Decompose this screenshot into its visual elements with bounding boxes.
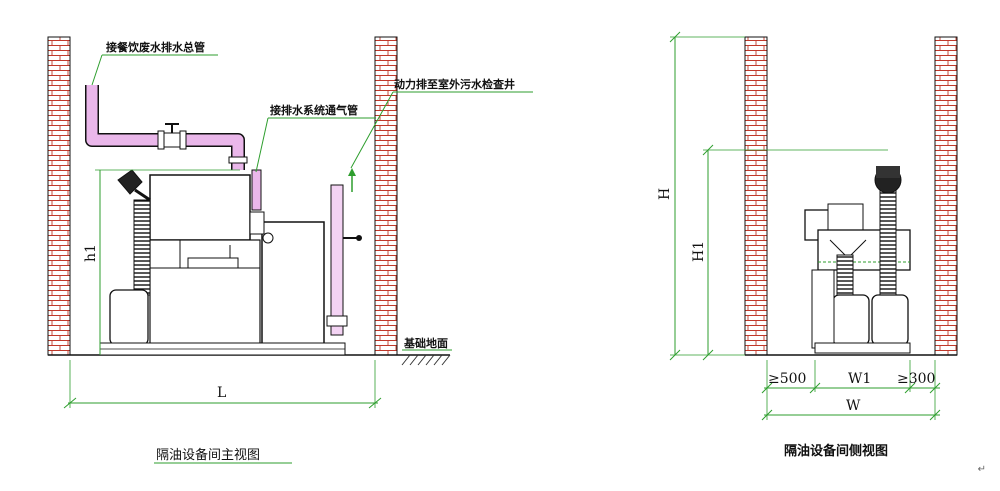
- flex-hose-left: [133, 199, 151, 296]
- separator-tank-upper: [149, 174, 251, 241]
- side-view: H H1 ≥500 W1 ≥300 W 隔油设备间侧视图: [657, 31, 958, 459]
- lift-station: [261, 221, 325, 345]
- pipe-flange: [157, 130, 165, 150]
- side-hose-left: [836, 254, 854, 301]
- front-view: 接餐饮废水排水总管 接排水系统通气管 动力排至室外污水检查井 基础地面 h1 L…: [47, 36, 533, 464]
- dim-h-label: H: [657, 188, 673, 200]
- collection-tank: [109, 289, 149, 346]
- label-vent-pipe: 接排水系统通气管: [270, 103, 358, 117]
- dim-l-label: L: [217, 385, 226, 401]
- drain-main-pipe: [85, 85, 245, 170]
- dim-clear-left-label: ≥500: [768, 371, 806, 387]
- side-view-caption: 隔油设备间侧视图: [784, 443, 888, 459]
- vent-pipe: [251, 169, 262, 211]
- valve-body: [163, 132, 181, 148]
- dim-w1-label: W1: [848, 371, 871, 387]
- dim-w-label: W: [846, 398, 861, 414]
- side-right-wall: [934, 36, 958, 356]
- front-left-wall: [47, 36, 71, 356]
- discharge-pipe: [330, 184, 344, 336]
- side-hose-right: [879, 189, 897, 301]
- dim-h1-side-label: H1: [691, 241, 707, 262]
- front-view-caption: 隔油设备间主视图: [156, 447, 260, 463]
- side-tank-left: [832, 294, 870, 346]
- motor-icon: [117, 169, 143, 195]
- dim-h1-label: h1: [83, 244, 99, 262]
- dim-clear-right-label: ≥300: [897, 371, 935, 387]
- label-ground: 基础地面: [403, 336, 448, 350]
- side-left-wall: [744, 36, 768, 356]
- label-pump-discharge: 动力排至室外污水检查井: [394, 77, 515, 91]
- paragraph-mark: ↵: [977, 464, 986, 475]
- separator-tank-lower: [149, 239, 261, 346]
- label-drain-main: 接餐饮废水排水总管: [106, 40, 205, 54]
- side-tank-right: [871, 294, 909, 346]
- ground-hatch: [401, 354, 451, 366]
